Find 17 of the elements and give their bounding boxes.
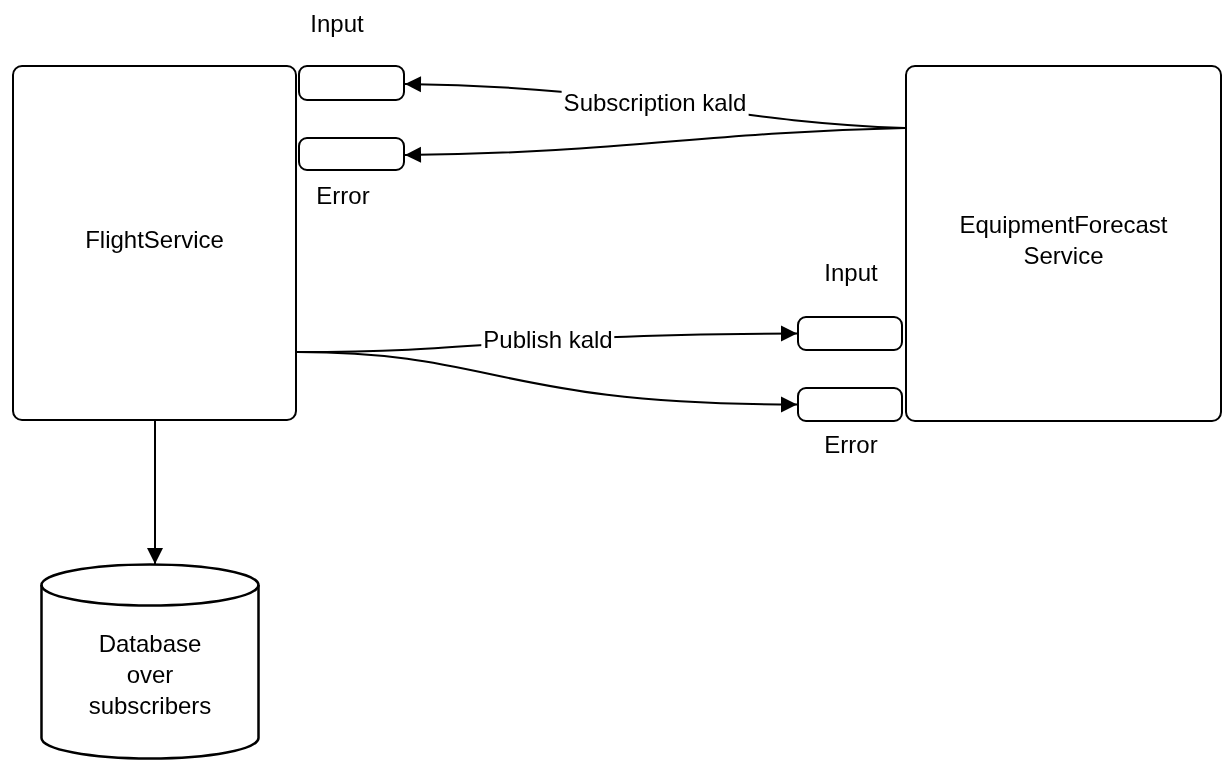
service-name: EquipmentForecast Service	[958, 210, 1169, 272]
port-label: Error	[316, 182, 370, 210]
port-label: Input	[824, 259, 878, 287]
port-box	[298, 65, 405, 101]
port-label: Error	[824, 431, 878, 459]
service-box	[12, 65, 297, 421]
database-label: Database over subscribers	[87, 628, 213, 722]
port-label: Input	[310, 10, 364, 38]
arrow	[404, 127, 906, 163]
service-name: FlightService	[85, 225, 224, 255]
arrow	[296, 351, 798, 413]
port-box	[797, 316, 903, 351]
port-box	[298, 137, 405, 171]
edge-label: Subscription kald	[561, 89, 749, 117]
service-box	[905, 65, 1222, 422]
arrow	[147, 420, 163, 565]
port-box	[797, 387, 903, 422]
